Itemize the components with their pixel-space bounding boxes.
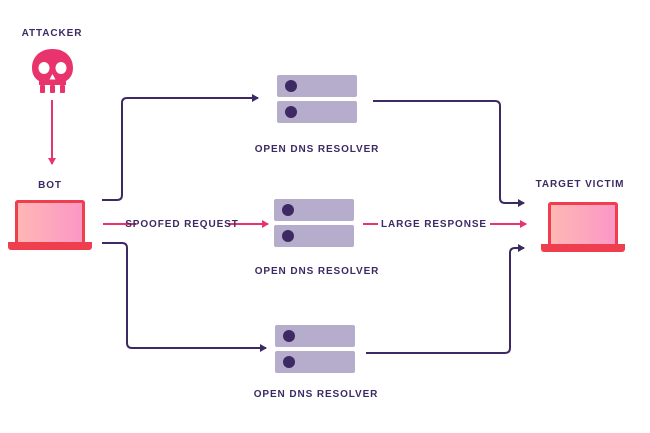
bot-label: BOT <box>38 180 62 191</box>
server-led <box>283 356 295 368</box>
resolver-middle-label: OPEN DNS RESOLVER <box>254 266 380 277</box>
dns-resolver-bottom-server-icon <box>275 325 355 373</box>
skull-icon <box>32 49 73 93</box>
server-led <box>282 204 294 216</box>
resolver-bottom-label: OPEN DNS RESOLVER <box>253 389 379 400</box>
dns-resolver-top-server-icon <box>277 75 357 123</box>
target-victim-label: TARGET VICTIM <box>535 179 625 190</box>
laptop-base <box>8 242 92 250</box>
server-led <box>285 80 297 92</box>
server-unit <box>277 75 357 97</box>
server-unit <box>274 199 354 221</box>
target-laptop-icon <box>541 202 625 252</box>
laptop-screen <box>548 202 618 244</box>
attacker-label: ATTACKER <box>21 28 83 39</box>
server-led <box>285 106 297 118</box>
dns-resolver-middle-server-icon <box>274 199 354 247</box>
large-response-label: LARGE RESPONSE <box>381 219 487 230</box>
server-unit <box>275 351 355 373</box>
bot-to-resolver-bottom-arrow <box>102 242 267 352</box>
server-unit <box>275 325 355 347</box>
spoofed-request-label: SPOOFED REQUEST <box>125 219 239 230</box>
bot-to-resolver-top-arrow <box>102 94 259 201</box>
resolver-top-label: OPEN DNS RESOLVER <box>254 144 380 155</box>
laptop-base <box>541 244 625 252</box>
laptop-screen <box>15 200 85 242</box>
server-unit <box>277 101 357 123</box>
server-led <box>283 330 295 342</box>
resolver-top-to-target-arrow <box>373 100 525 207</box>
resolver-bottom-to-target-arrow <box>366 244 525 354</box>
bot-laptop-icon <box>8 200 92 250</box>
server-led <box>282 230 294 242</box>
server-unit <box>274 225 354 247</box>
